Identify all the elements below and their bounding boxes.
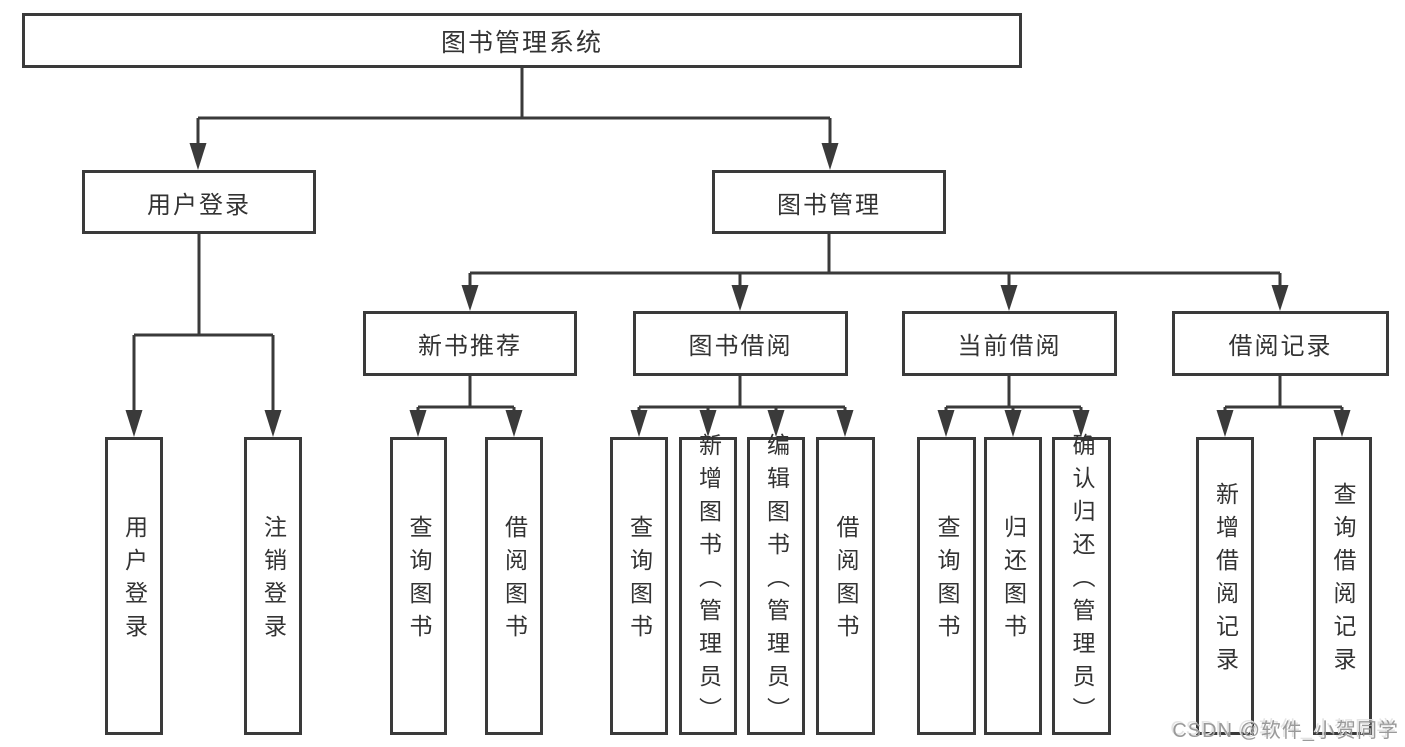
- leaf-borrow-book: 借阅图书: [816, 437, 875, 735]
- leaf-query-borrow-record: 查询借阅记录: [1313, 437, 1372, 735]
- leaf-borrow-query-book: 查询图书: [610, 437, 668, 735]
- connector-root-to-level2: [189, 68, 839, 170]
- node-user-login: 用户登录: [82, 170, 316, 234]
- node-label: 注销登录: [260, 515, 287, 647]
- leaf-recommend-query-book: 查询图书: [390, 437, 447, 735]
- node-label: 借阅图书: [833, 515, 859, 647]
- node-label: 查询借阅记录: [1330, 482, 1356, 680]
- node-book-borrow: 图书借阅: [633, 311, 848, 376]
- connector-new-book-rec-to-leaves: [409, 376, 523, 437]
- node-label: 用户登录: [121, 515, 148, 647]
- leaf-add-borrow-record: 新增借阅记录: [1196, 437, 1254, 735]
- node-book-management: 图书管理: [712, 170, 946, 234]
- node-label: 新增图书（管理员）: [695, 432, 722, 730]
- node-label: 图书管理: [777, 191, 881, 219]
- node-new-book-recommend: 新书推荐: [363, 311, 577, 376]
- node-label: 新增借阅记录: [1212, 482, 1239, 680]
- node-borrow-record: 借阅记录: [1172, 311, 1389, 376]
- connector-current-borrow-to-leaves: [937, 376, 1090, 437]
- node-label: 查询图书: [406, 515, 432, 647]
- connector-book-mgmt-to-level3: [461, 234, 1289, 311]
- node-library-system: 图书管理系统: [22, 13, 1022, 68]
- node-label: 确认归还（管理员）: [1069, 432, 1095, 730]
- node-label: 图书管理系统: [440, 28, 603, 57]
- node-label: 查询图书: [934, 515, 960, 647]
- node-label: 新书推荐: [418, 333, 522, 360]
- leaf-current-query-book: 查询图书: [917, 437, 976, 735]
- leaf-confirm-return-admin: 确认归还（管理员）: [1052, 433, 1111, 735]
- node-label: 借阅记录: [1228, 333, 1333, 360]
- csdn-watermark: CSDN @软件_小贺同学: [1172, 720, 1399, 742]
- leaf-return-book: 归还图书: [984, 437, 1042, 735]
- node-label: 查询图书: [626, 515, 653, 647]
- node-label: 图书借阅: [688, 333, 793, 360]
- node-label: 归还图书: [1000, 515, 1027, 647]
- node-label: 用户登录: [147, 191, 251, 219]
- leaf-edit-book-admin: 编辑图书（管理员）: [747, 433, 805, 735]
- node-current-borrow: 当前借阅: [902, 311, 1117, 376]
- leaf-add-book-admin: 新增图书（管理员）: [679, 433, 737, 735]
- connector-user-login-to-leaves: [125, 234, 282, 437]
- node-label: 当前借阅: [957, 333, 1062, 360]
- leaf-recommend-borrow-book: 借阅图书: [485, 437, 543, 735]
- connector-book-borrow-to-leaves: [630, 376, 854, 437]
- node-label: 编辑图书（管理员）: [763, 432, 790, 730]
- leaf-user-login: 用户登录: [105, 437, 163, 735]
- leaf-logout: 注销登录: [244, 437, 302, 735]
- connector-borrow-record-to-leaves: [1216, 376, 1351, 437]
- node-label: 借阅图书: [501, 515, 528, 647]
